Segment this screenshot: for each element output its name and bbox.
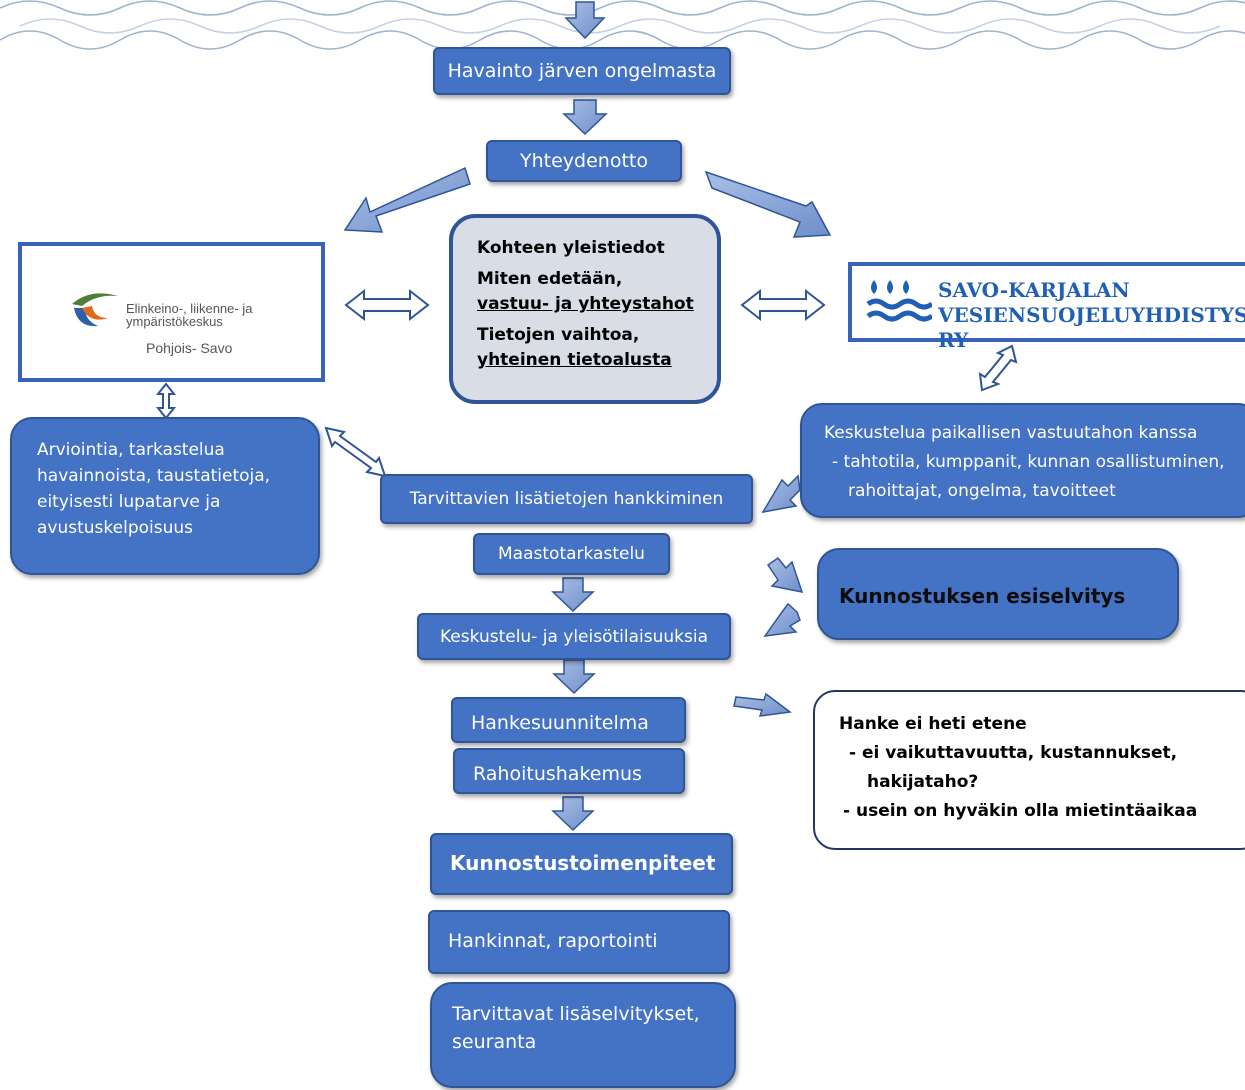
field-inspection-text: Maastotarkastelu — [498, 544, 645, 564]
ely-logo — [68, 290, 120, 336]
center-line4: Tietojen vaihtoa, — [477, 325, 640, 345]
discussion-line1: Keskustelua paikallisen vastuutahon kans… — [824, 423, 1198, 443]
ely-frame: Elinkeino-, liikenne- ja ympäristökeskus… — [18, 242, 325, 382]
ely-name: Elinkeino-, liikenne- ja ympäristökeskus — [126, 302, 252, 328]
arrow-to-prestudy-icon — [766, 556, 804, 593]
contact-box: Yhteydenotto — [486, 140, 682, 182]
no-progress-line1: Hanke ei heti etene — [839, 714, 1027, 734]
ely-name-line1: Elinkeino-, liikenne- ja — [126, 301, 253, 316]
diagonal-arrows — [343, 166, 832, 717]
center-line2: Miten edetään, — [477, 269, 623, 289]
arrow-down-left-icon — [343, 166, 471, 233]
field-inspection-box: Maastotarkastelu — [473, 533, 670, 575]
center-info-box: Kohteen yleistiedot Miten edetään, vastu… — [449, 214, 721, 404]
actions-text: Kunnostustoimenpiteet — [450, 851, 716, 875]
double-arrow-icon — [740, 288, 826, 322]
assessment-box: Arviointia, tarkastelua havainnoista, ta… — [10, 417, 320, 575]
center-line1: Kohteen yleistiedot — [477, 238, 665, 258]
project-plan-box: Hankesuunnitelma — [451, 697, 686, 743]
funding-box: Rahoitushakemus — [453, 748, 685, 794]
svy-name-line1: SAVO-KARJALAN — [938, 278, 1130, 302]
down-arrow-icon — [551, 796, 595, 832]
down-arrow-icon — [551, 577, 595, 613]
assessment-line2: havainnoista, taustatietoja, — [37, 466, 271, 486]
double-arrows — [155, 288, 1018, 478]
prestudy-box: Kunnostuksen esiselvitys — [817, 548, 1179, 640]
prestudy-text: Kunnostuksen esiselvitys — [839, 584, 1126, 608]
arrow-to-no-progress-icon — [733, 692, 792, 717]
arrow-down-right-icon — [704, 170, 832, 238]
no-progress-line3: hakijataho? — [867, 772, 979, 792]
down-arrow-icon — [562, 99, 608, 136]
assessment-line3: eityisesti lupatarve ja — [37, 492, 221, 512]
meetings-text: Keskustelu- ja yleisötilaisuuksia — [440, 626, 708, 647]
observation-text: Havainto järven ongelmasta — [447, 60, 717, 82]
discussion-line2: - tahtotila, kumppanit, kunnan osallistu… — [832, 452, 1225, 472]
observation-box: Havainto järven ongelmasta — [433, 47, 731, 95]
ely-name-line2: ympäristökeskus — [126, 314, 223, 329]
no-progress-line2: - ei vaikuttavuutta, kustannukset, — [849, 743, 1178, 763]
assessment-line1: Arviointia, tarkastelua — [37, 440, 225, 460]
center-line3: vastuu- ja yhteystahot — [477, 294, 694, 314]
ely-logo-icon — [72, 293, 118, 327]
procurement-text: Hankinnat, raportointi — [448, 930, 658, 952]
double-arrow-icon — [978, 344, 1018, 392]
ely-region: Pohjois- Savo — [146, 340, 233, 356]
procurement-box: Hankinnat, raportointi — [428, 910, 730, 974]
svy-name: SAVO-KARJALAN VESIENSUOJELUYHDISTYS RY — [938, 278, 1245, 353]
meetings-box: Keskustelu- ja yleisötilaisuuksia — [417, 613, 731, 660]
funding-text: Rahoitushakemus — [473, 763, 642, 785]
followup-box: Tarvittavat lisäselvitykset, seuranta — [430, 982, 736, 1088]
double-arrow-icon — [344, 288, 430, 322]
no-progress-box: Hanke ei heti etene - ei vaikuttavuutta,… — [813, 690, 1245, 850]
extra-info-text: Tarvittavien lisätietojen hankkiminen — [409, 489, 724, 509]
assessment-line4: avustuskelpoisuus — [37, 518, 194, 538]
actions-box: Kunnostustoimenpiteet — [430, 833, 733, 895]
down-arrow-icon — [564, 1, 606, 40]
contact-text: Yhteydenotto — [520, 150, 648, 172]
discussion-line3: rahoittajat, ongelma, tavoitteet — [848, 481, 1116, 501]
arrow-to-meetings-icon — [763, 602, 801, 637]
arrow-to-extra-info-icon — [761, 474, 801, 514]
svy-frame: SAVO-KARJALAN VESIENSUOJELUYHDISTYS RY — [848, 262, 1245, 352]
svy-logo-icon — [866, 280, 932, 322]
double-arrow-icon — [324, 426, 387, 478]
followup-line1: Tarvittavat lisäselvitykset, — [452, 1003, 700, 1025]
svy-name-line2: VESIENSUOJELUYHDISTYS RY — [938, 303, 1245, 352]
center-line5: yhteinen tietoalusta — [477, 350, 672, 370]
down-arrows — [551, 1, 608, 832]
no-progress-line4: - usein on hyväkin olla mietintäaikaa — [843, 801, 1198, 821]
down-arrow-icon — [552, 659, 596, 695]
local-discussion-box: Keskustelua paikallisen vastuutahon kans… — [800, 403, 1245, 518]
water-waves — [0, 0, 1245, 50]
followup-line2: seuranta — [452, 1031, 537, 1053]
project-plan-text: Hankesuunnitelma — [471, 712, 649, 734]
extra-info-box: Tarvittavien lisätietojen hankkiminen — [380, 474, 753, 524]
double-arrow-icon — [155, 382, 177, 420]
